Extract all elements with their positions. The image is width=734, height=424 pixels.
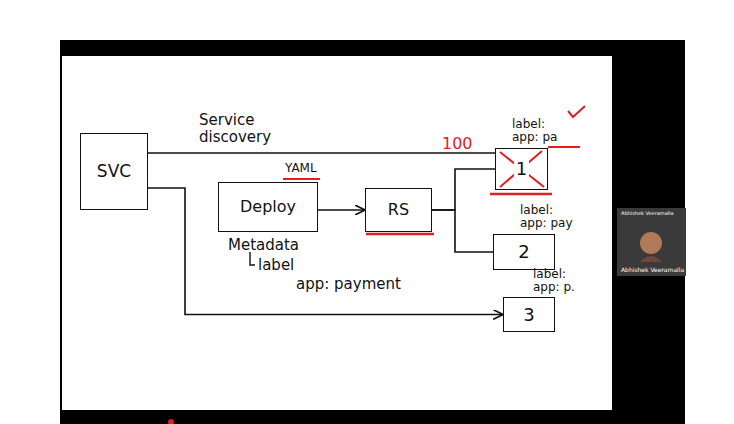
video-frame [60,40,685,424]
red-underline [490,193,552,196]
node-text: 2 [518,242,529,262]
node-text: RS [388,201,409,219]
whiteboard [62,56,612,410]
connector [432,210,493,252]
cross-mark [500,151,542,187]
pod-label: label: app: p. [533,268,583,294]
pod-label: label: app: pa [512,118,564,144]
pod-label: label: app: pay [520,204,578,230]
note-text: YAML [285,162,317,175]
service-box: SVC [80,133,148,210]
pod-box: 3 [503,297,555,332]
red-underline [548,146,580,148]
participant-body [640,256,662,262]
pod-box: 2 [493,234,555,270]
node-text: SVC [97,162,131,181]
cross-mark [500,152,544,187]
deployment-box: Deploy [218,182,318,232]
hook-arrow [250,252,255,265]
pointer-dot [168,419,174,424]
note-text: label [258,257,294,274]
participant-tile [617,208,686,276]
pod-box: 1 [495,148,548,190]
connector [318,209,365,211]
red-underline [366,233,434,236]
node-text: 3 [523,305,534,325]
participant-name: Abhishek Veeramalla [621,267,684,274]
replicaset-box: RS [365,188,432,232]
note-text: Metadata [228,237,299,254]
participant-face [640,232,662,254]
connector [432,169,495,210]
callout-number: 100 [442,135,473,153]
red-underline [283,178,320,180]
node-text: 1 [514,159,529,179]
connector [148,188,503,315]
participant-name: Abhishek Veeramalla [621,211,674,217]
edge-label: Service discovery [195,112,284,145]
note-text: app: payment [296,276,401,293]
check-mark [568,106,585,117]
node-text: Deploy [240,198,296,216]
